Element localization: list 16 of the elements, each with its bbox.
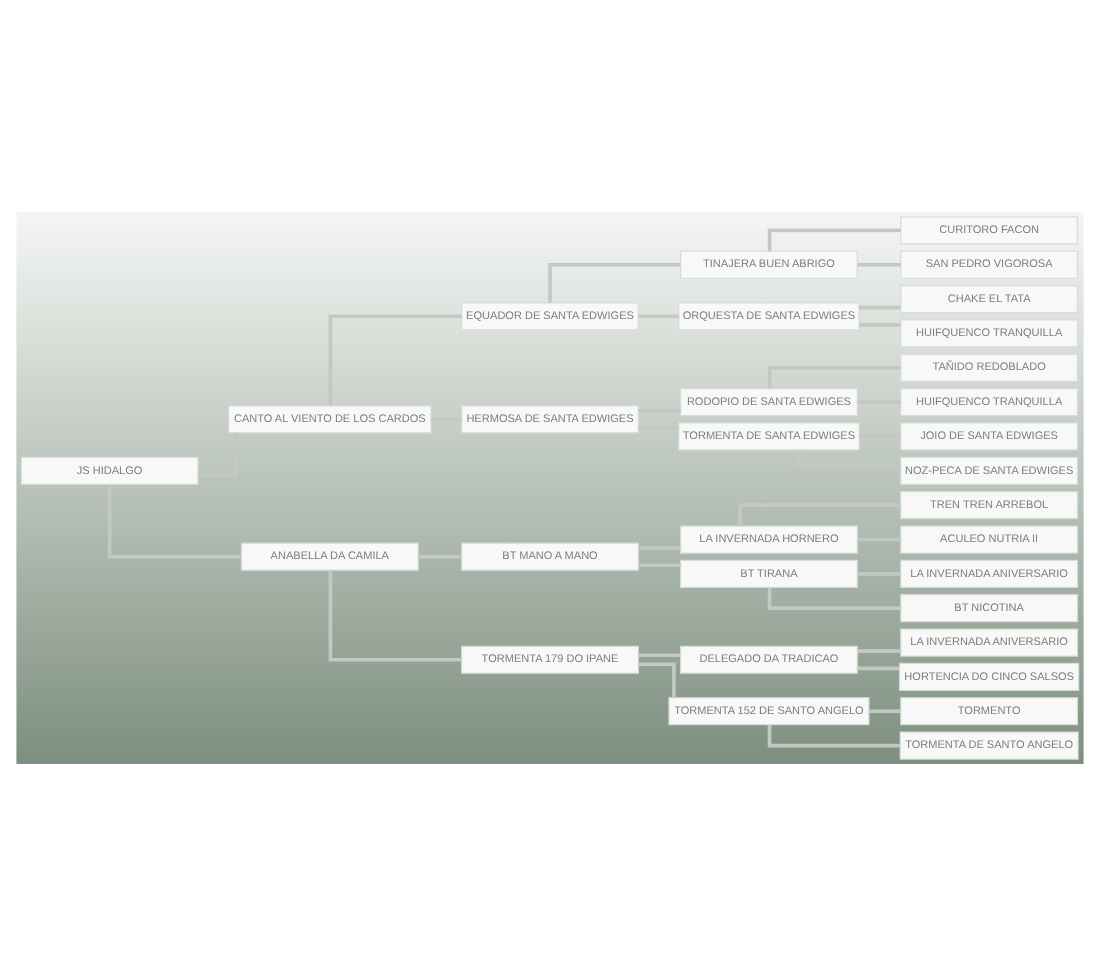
connector bbox=[767, 587, 901, 611]
connector bbox=[328, 314, 462, 406]
connector bbox=[738, 503, 901, 526]
connector bbox=[857, 262, 901, 267]
connector bbox=[198, 432, 238, 478]
connector bbox=[548, 262, 681, 303]
connector bbox=[857, 666, 900, 671]
connector bbox=[638, 662, 676, 698]
connector bbox=[638, 653, 681, 658]
connector bbox=[797, 450, 901, 469]
connector bbox=[857, 649, 901, 653]
connector bbox=[767, 228, 901, 252]
connector bbox=[767, 365, 901, 389]
connector bbox=[328, 570, 462, 662]
connector bbox=[869, 709, 901, 714]
connector bbox=[107, 484, 242, 559]
